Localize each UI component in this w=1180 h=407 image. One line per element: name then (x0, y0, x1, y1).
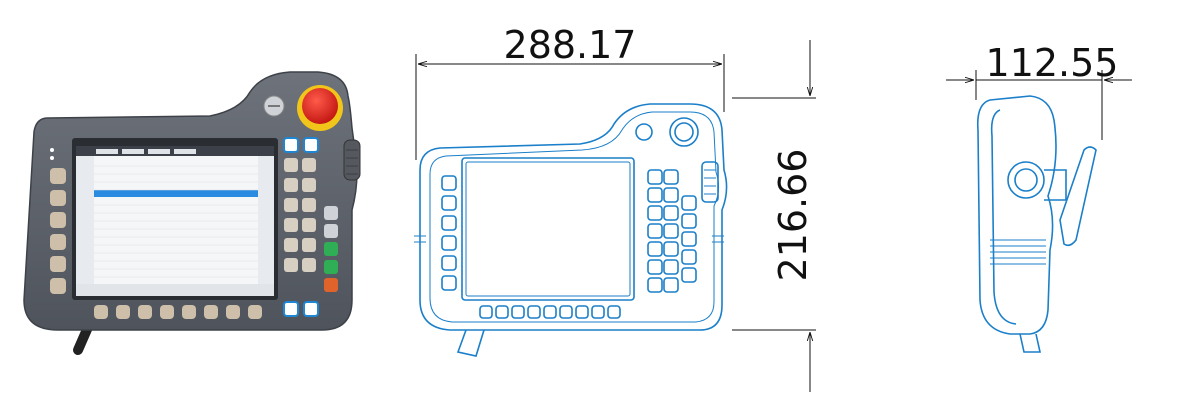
left-key-5[interactable] (50, 256, 66, 272)
side-body (976, 95, 1057, 335)
jog-keys (284, 158, 316, 272)
emergency-stop-button[interactable] (302, 88, 338, 124)
screen-selected-row (94, 190, 258, 197)
height-dimension-label: 216.66 (771, 149, 815, 282)
left-key-2[interactable] (50, 190, 66, 206)
left-key-3[interactable] (50, 212, 66, 228)
left-key-4[interactable] (50, 234, 66, 250)
screen-list-rows (94, 165, 258, 278)
speed-up-key[interactable] (324, 206, 338, 220)
bottom-function-keys (94, 305, 262, 319)
blue-key-top-left[interactable] (283, 137, 299, 153)
left-key-6[interactable] (50, 278, 66, 294)
speed-down-key[interactable] (324, 224, 338, 238)
side-outline-view (946, 70, 1132, 353)
front-outline-view (414, 40, 816, 392)
blue-key-bottom-left[interactable] (283, 301, 299, 317)
front-render-view (23, 71, 361, 355)
start-key[interactable] (324, 242, 338, 256)
outline-body (419, 103, 728, 331)
left-function-keys (50, 168, 66, 294)
outline-screen (461, 157, 635, 301)
run-key[interactable] (324, 260, 338, 274)
stop-key[interactable] (324, 278, 338, 292)
blue-key-top-right[interactable] (303, 137, 319, 153)
left-key-1[interactable] (50, 168, 66, 184)
width-dimension-label: 288.17 (504, 23, 637, 67)
depth-dimension-label: 112.55 (986, 41, 1119, 85)
blue-key-bottom-right[interactable] (303, 301, 319, 317)
